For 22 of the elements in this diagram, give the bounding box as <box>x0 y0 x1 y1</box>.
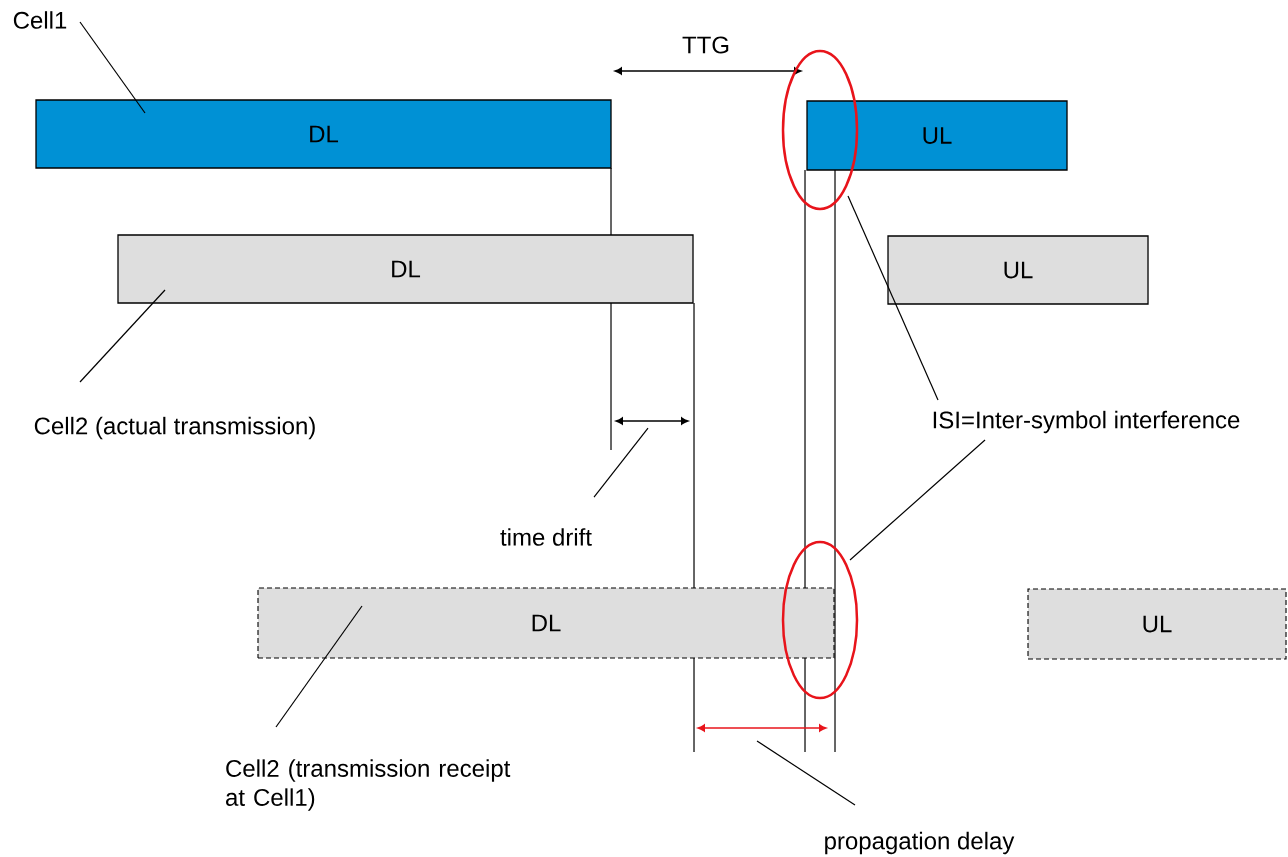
timeslot-bar: DL <box>35 99 612 169</box>
highlight-ellipse <box>781 49 859 211</box>
dimension-label: TTG <box>682 36 729 54</box>
leader-line <box>79 289 166 383</box>
leader-line <box>847 195 939 401</box>
leader-line <box>756 740 856 806</box>
highlight-ellipse <box>781 540 859 700</box>
callout-text: propagation delay <box>825 831 1015 855</box>
leader-line <box>593 427 649 498</box>
callout-text: Cell2 (transmission receipt at Cell1) <box>226 759 511 811</box>
timeslot-bar: DL <box>257 587 835 659</box>
timeslot-bar: UL <box>1027 588 1287 660</box>
callout-text: ISI=Inter-symbol interference <box>933 410 1240 434</box>
leader-line <box>849 439 986 561</box>
timeslot-bar: UL <box>806 100 1068 171</box>
callout-text: time drift <box>500 528 592 546</box>
timeslot-bar: UL <box>887 235 1149 305</box>
callout-text: Cell2 (actual transmission) <box>34 416 315 440</box>
leader-line <box>275 605 363 728</box>
leader-line <box>79 21 146 114</box>
callout-text: Cell1 <box>13 11 67 29</box>
timeslot-bar: DL <box>117 234 694 304</box>
